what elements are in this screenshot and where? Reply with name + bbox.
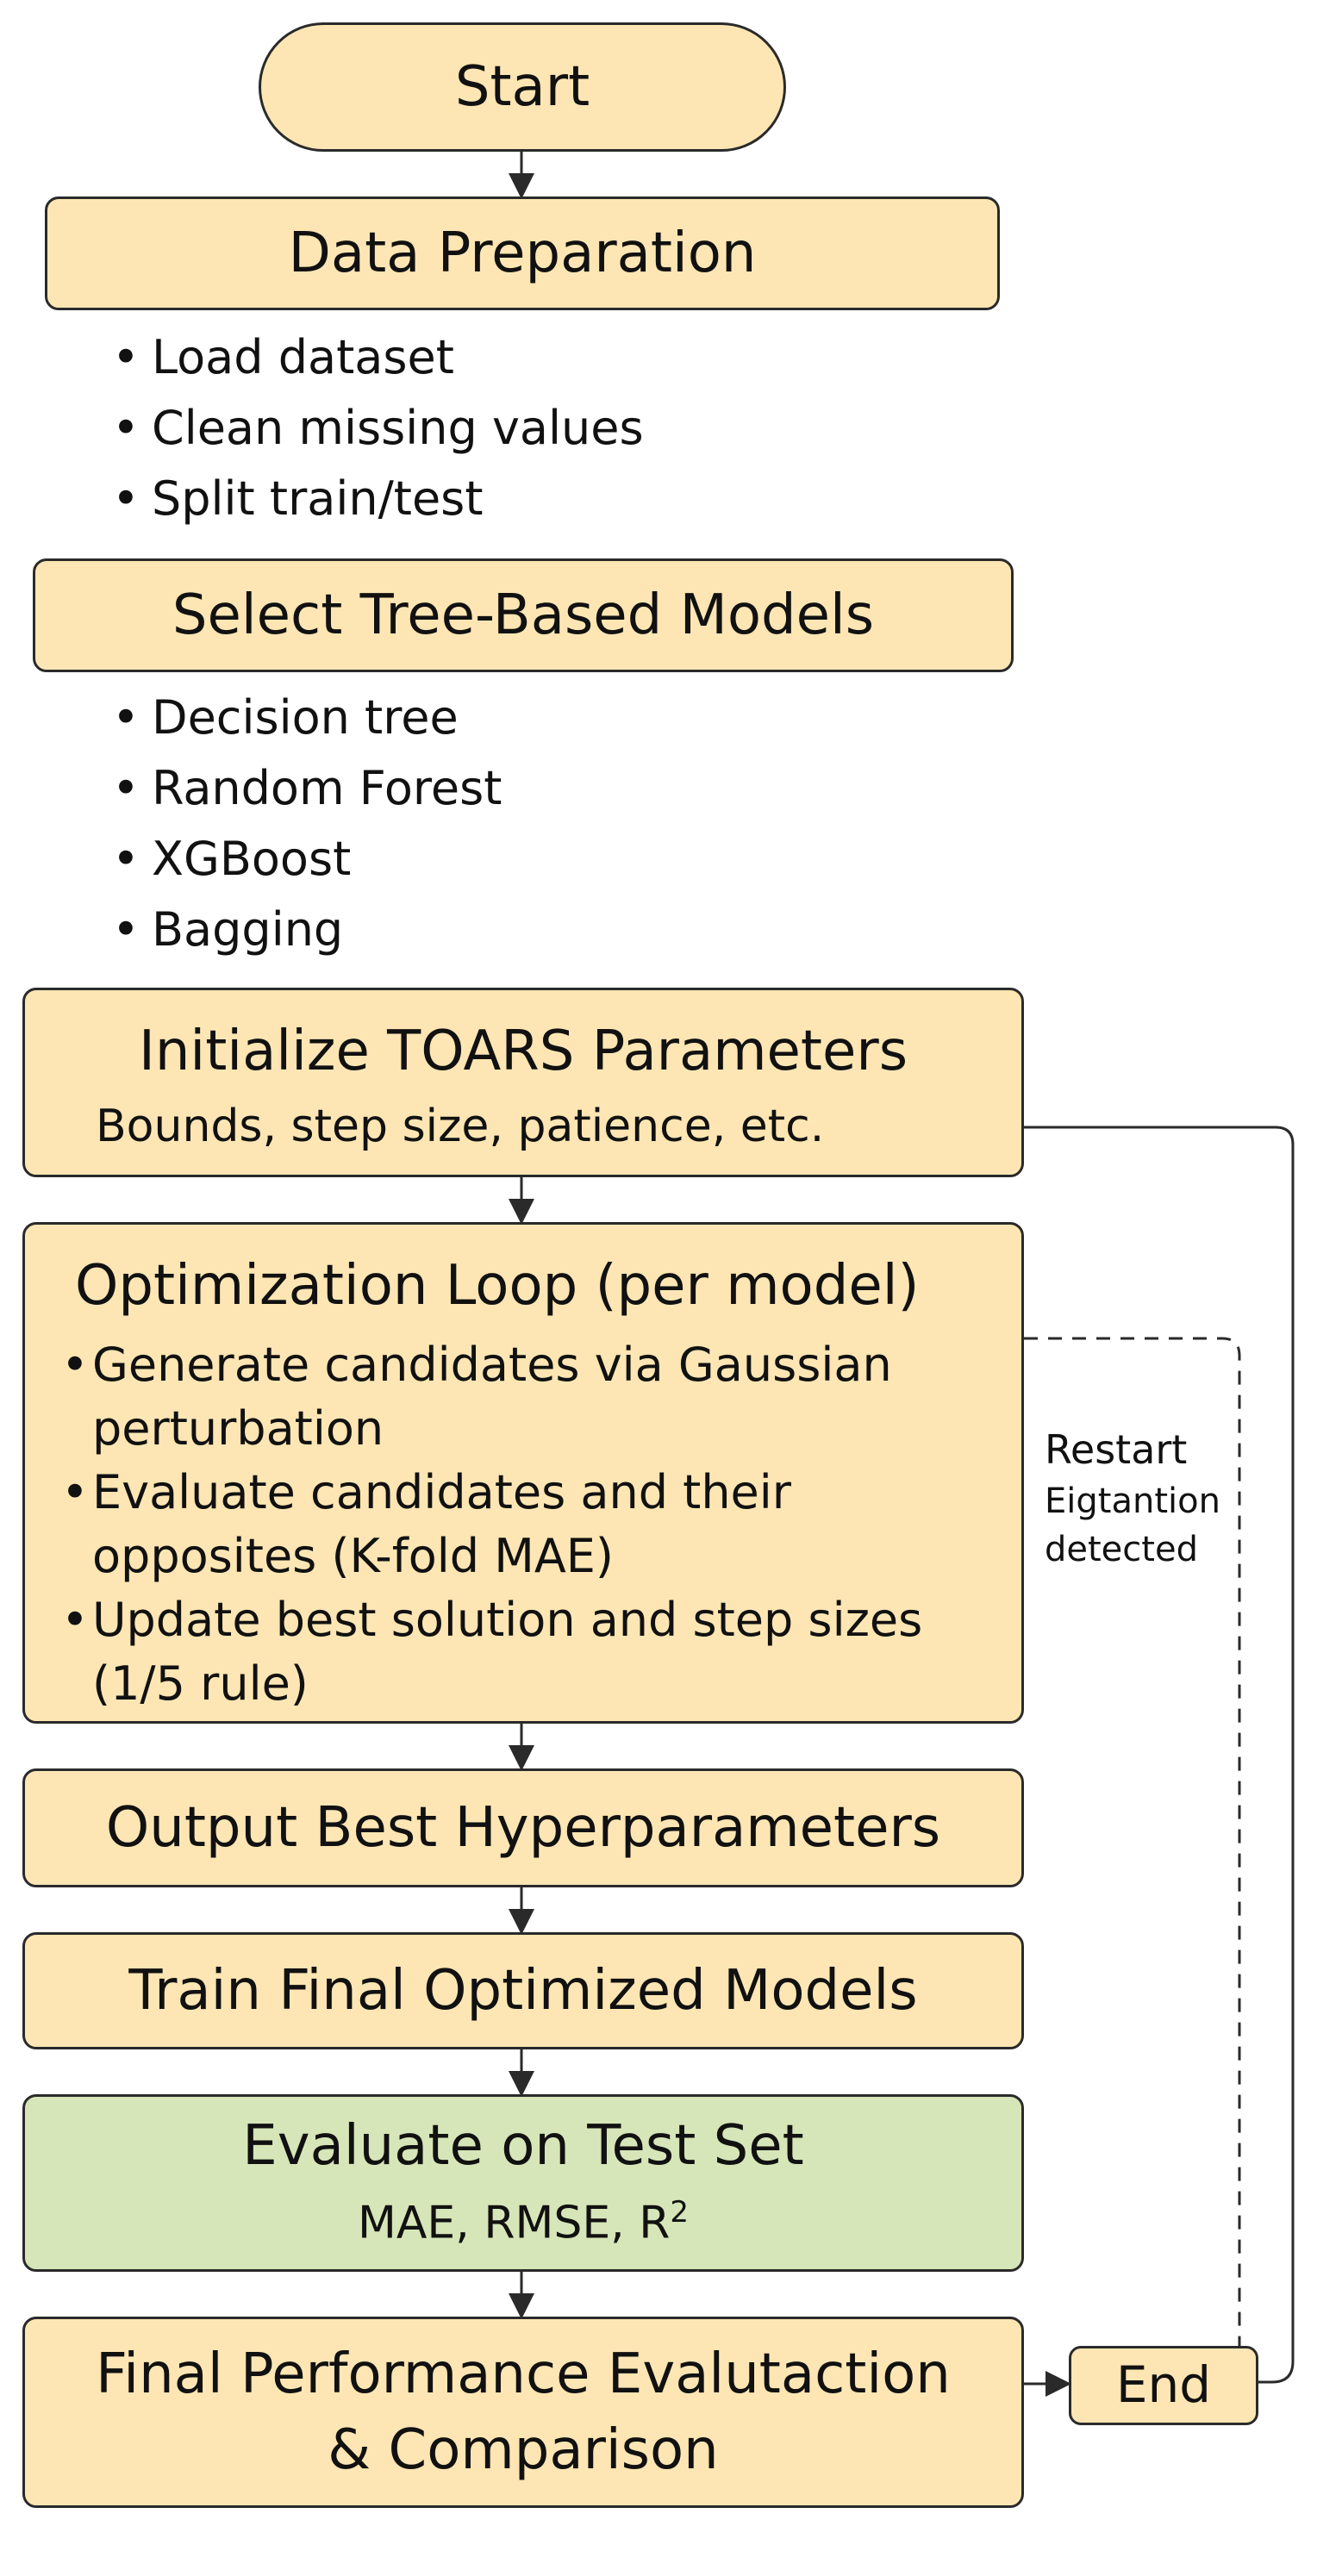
restart-label-line1: Restart [1045, 1426, 1188, 1473]
list-item: Clean missing values [103, 393, 644, 464]
output-best-node: Output Best Hyperparameters [22, 1768, 1024, 1887]
start-label: Start [454, 54, 590, 119]
evaluate-title: Evaluate on Test Set [242, 2114, 804, 2178]
list-item: Load dataset [103, 322, 644, 393]
optimization-loop-title: Optimization Loop (per model) [75, 1254, 920, 1318]
list-item: Evaluate candidates and their opposites … [54, 1461, 922, 1588]
initialize-parameters-title: Initialize TOARS Parameters [138, 1020, 908, 1083]
train-final-title: Train Final Optimized Models [128, 1958, 918, 2023]
end-label: End [1115, 2355, 1212, 2415]
list-item: Generate candidates via Gaussian perturb… [54, 1333, 922, 1461]
optimization-loop-list: Generate candidates via Gaussian perturb… [54, 1333, 922, 1716]
list-item: Update best solution and step sizes (1/5… [54, 1588, 922, 1716]
restart-label-line2: Eigtantion [1045, 1481, 1220, 1521]
start-node: Start [259, 22, 786, 152]
select-models-title: Select Tree-Based Models [172, 583, 875, 647]
data-preparation-node: Data Preparation [45, 196, 1000, 310]
list-item: Decision tree [103, 683, 502, 753]
initialize-parameters-node: Initialize TOARS Parameters Bounds, step… [22, 988, 1024, 1177]
initialize-parameters-subtitle: Bounds, step size, patience, etc. [96, 1101, 825, 1152]
list-item: Random Forest [103, 753, 502, 824]
restart-label: Restart Eigtantion detected [1045, 1422, 1220, 1574]
list-item: Split train/test [103, 464, 644, 534]
select-models-node: Select Tree-Based Models [33, 558, 1014, 672]
select-models-list: Decision tree Random Forest XGBoost Bagg… [103, 683, 502, 965]
evaluate-node: Evaluate on Test Set MAE, RMSE, R2 [22, 2094, 1024, 2272]
final-performance-node: Final Performance Evalutaction & Compari… [22, 2317, 1024, 2508]
list-item: Bagging [103, 895, 502, 965]
final-performance-title-line2: & Comparison [328, 2418, 719, 2482]
data-preparation-list: Load dataset Clean missing values Split … [103, 322, 644, 534]
final-performance-title-line1: Final Performance Evalutaction [96, 2342, 951, 2406]
evaluate-subtitle: MAE, RMSE, R2 [357, 2195, 690, 2249]
data-preparation-title: Data Preparation [288, 221, 757, 285]
connector-init-to-end [1024, 1126, 1295, 2384]
list-item: XGBoost [103, 824, 502, 895]
restart-label-line3: detected [1045, 1530, 1198, 1569]
train-final-node: Train Final Optimized Models [22, 1932, 1024, 2049]
optimization-loop-node: Optimization Loop (per model) Generate c… [22, 1222, 1024, 1724]
output-best-title: Output Best Hyperparameters [105, 1795, 941, 1860]
end-node: End [1069, 2346, 1258, 2425]
